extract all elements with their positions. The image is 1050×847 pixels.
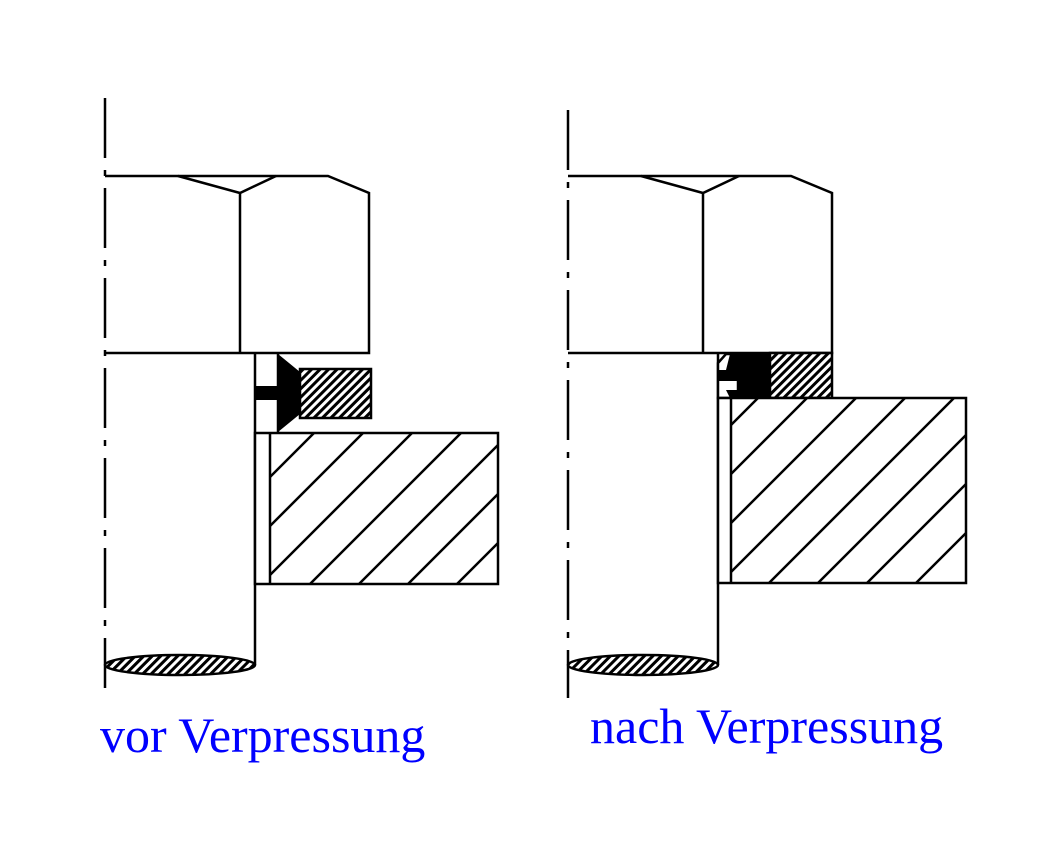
seal-ring xyxy=(768,351,834,400)
workpiece-hatch xyxy=(270,433,498,584)
bolt-head-facet xyxy=(640,174,740,353)
bolt-head xyxy=(568,174,834,355)
seal-ring xyxy=(298,367,373,420)
seal-bar xyxy=(255,386,278,400)
label-after: nach Verpressung xyxy=(590,698,943,754)
bolt-head xyxy=(105,174,371,355)
workpiece xyxy=(716,396,968,585)
shank-section xyxy=(103,653,257,677)
shank-section xyxy=(566,653,720,677)
before-drawing xyxy=(103,98,500,688)
seal-bar xyxy=(718,370,745,381)
bolt-head-facet xyxy=(177,174,277,353)
seal-core xyxy=(726,354,745,398)
workpiece xyxy=(253,431,500,586)
workpiece-hatch xyxy=(731,398,966,583)
label-before: vor Verpressung xyxy=(100,707,425,763)
after-drawing xyxy=(566,110,968,698)
seal-lip xyxy=(278,354,300,432)
